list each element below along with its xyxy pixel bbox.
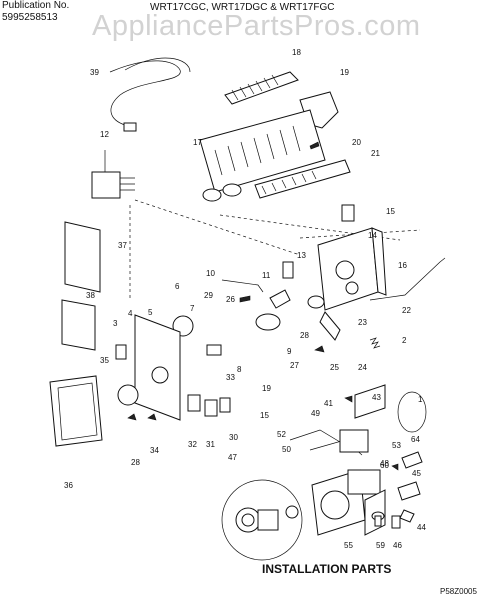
part-38-drawing (61, 299, 96, 351)
part-label: 9 (287, 347, 292, 356)
part-label: 2 (402, 336, 407, 345)
housing-drawing (317, 227, 387, 311)
publication-label: Publication No. (2, 0, 70, 11)
part-label: 60 (380, 461, 389, 470)
part-label: 19 (340, 68, 349, 77)
part-label: 1 (418, 395, 423, 404)
part-21-drawing (254, 159, 351, 199)
part-label: 20 (352, 138, 361, 147)
part-label: 11 (262, 271, 271, 280)
part-label: 33 (226, 373, 235, 382)
part-label: 3 (113, 319, 118, 328)
part-label: 23 (358, 318, 367, 327)
part-label: 21 (371, 149, 380, 158)
part-37-drawing (64, 221, 101, 293)
part-label: 53 (392, 441, 401, 450)
part-label: 46 (393, 541, 402, 550)
part-label: 30 (229, 433, 238, 442)
spring-drawing (369, 337, 381, 349)
part-label: 17 (193, 138, 202, 147)
part-label: 5 (148, 308, 153, 317)
part-label: 43 (372, 393, 381, 402)
part-label: 49 (311, 409, 320, 418)
part-label: 39 (90, 68, 99, 77)
part-15-drawing (341, 204, 355, 222)
page-code: P58Z0005 (440, 587, 477, 596)
part-label: 41 (324, 399, 333, 408)
part-47-detail (221, 479, 303, 561)
part-12-drawing (91, 171, 121, 199)
part-label: 50 (282, 445, 291, 454)
part-label: 10 (206, 269, 215, 278)
part-label: 14 (368, 231, 377, 240)
part-label: 12 (100, 130, 109, 139)
part-label: 44 (417, 523, 426, 532)
part-22-drawing (369, 257, 446, 301)
model-numbers: WRT17CGC, WRT17DGC & WRT17FGC (150, 2, 335, 13)
part-label: 45 (412, 469, 421, 478)
part-label: 37 (118, 241, 127, 250)
part-label: 26 (226, 295, 235, 304)
section-title: INSTALLATION PARTS (262, 562, 392, 576)
part-label: 7 (190, 304, 195, 313)
part-label: 59 (376, 541, 385, 550)
part-label: 15 (386, 207, 395, 216)
part-label: 6 (175, 282, 180, 291)
part-label: 48 (380, 459, 389, 468)
part-36-drawing (49, 375, 103, 447)
part-label: 31 (206, 440, 215, 449)
part-label: 47 (228, 453, 237, 462)
part-label: 36 (64, 481, 73, 490)
part-18-drawing (224, 71, 299, 105)
part-35-drawing (117, 384, 139, 406)
watermark: AppliancePartsPros.com (92, 10, 421, 42)
ice-mold-drawing (199, 109, 326, 202)
part-label: 64 (411, 435, 420, 444)
part-label: 27 (290, 361, 299, 370)
part-label: 24 (358, 363, 367, 372)
part-label: 8 (237, 365, 242, 374)
part-label: 18 (292, 48, 301, 57)
water-valve-drawing (289, 384, 386, 536)
part-1-drawing (397, 391, 427, 433)
part-label: 22 (402, 306, 411, 315)
part-label: 29 (204, 291, 213, 300)
part-label: 19 (262, 384, 271, 393)
wire-harness-drawing (109, 60, 181, 129)
part-9-drawing (255, 313, 281, 331)
part-label: 35 (100, 356, 109, 365)
part-label: 25 (330, 363, 339, 372)
part-label: 15 (260, 411, 269, 420)
part-label: 13 (297, 251, 306, 260)
part-label: 28 (300, 331, 309, 340)
part-label: 38 (86, 291, 95, 300)
part-label: 16 (398, 261, 407, 270)
part-label: 28 (131, 458, 140, 467)
part-label: 34 (150, 446, 159, 455)
part-label: 32 (188, 440, 197, 449)
part-label: 4 (128, 309, 133, 318)
part-label: 52 (277, 430, 286, 439)
publication-number: 5995258513 (2, 12, 58, 23)
part-label: 55 (344, 541, 353, 550)
